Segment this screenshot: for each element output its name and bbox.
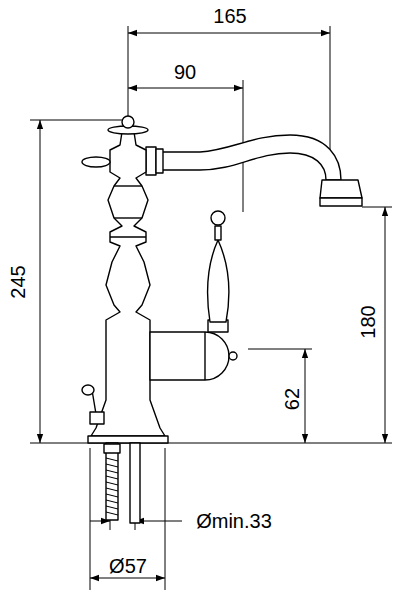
thread-stroke bbox=[106, 494, 118, 497]
dimension-label: 165 bbox=[213, 6, 246, 26]
faucet-outline bbox=[82, 116, 362, 523]
thread-stroke bbox=[106, 506, 118, 509]
thread-stroke bbox=[106, 476, 118, 479]
thread-stroke bbox=[106, 512, 118, 515]
dimension-label: 245 bbox=[8, 265, 28, 298]
thread-stroke bbox=[106, 500, 118, 503]
thread-stroke bbox=[106, 482, 118, 485]
dimension-label: 62 bbox=[282, 388, 302, 410]
thread-stroke bbox=[106, 458, 118, 461]
dimension-label: 90 bbox=[174, 62, 196, 82]
dimension-lines bbox=[40, 33, 385, 578]
extension-lines bbox=[30, 26, 392, 590]
dimension-label: Ø57 bbox=[109, 556, 147, 576]
dimension-label: 180 bbox=[358, 305, 378, 338]
dimension-label: Ømin.33 bbox=[196, 511, 272, 531]
pipe-thread bbox=[106, 458, 118, 515]
thread-stroke bbox=[106, 470, 118, 473]
thread-stroke bbox=[106, 488, 118, 491]
thread-stroke bbox=[106, 464, 118, 467]
